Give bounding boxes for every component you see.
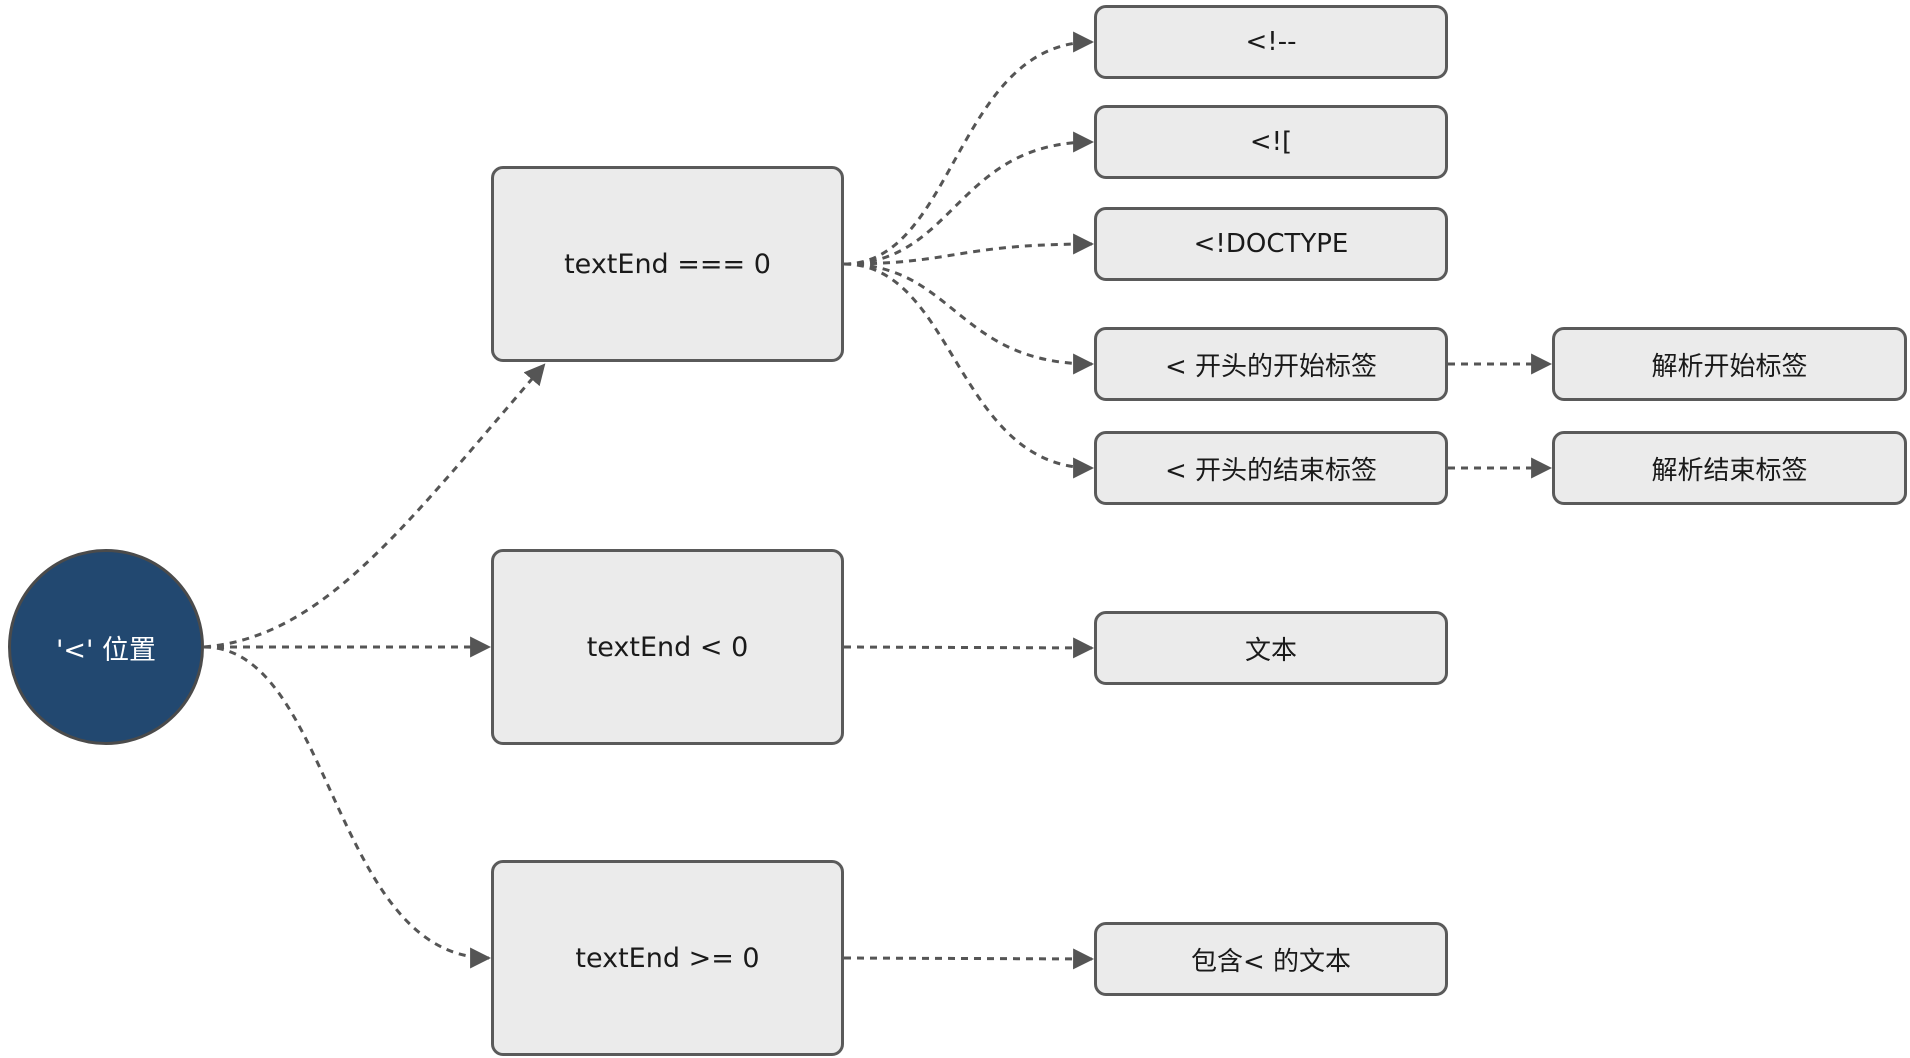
- cdata-node: <![: [1094, 105, 1448, 179]
- edge-eq0-to-start_tag: [843, 262, 1095, 375]
- edge-start-to-ge0: [203, 645, 492, 969]
- edge-group: [203, 31, 1553, 970]
- text-with-lt-node: 包含< 的文本: [1094, 922, 1448, 996]
- edge-lt0-to-text: [843, 637, 1095, 659]
- start-node: '<' 位置: [8, 549, 204, 745]
- edge-start-to-eq0: [203, 363, 546, 649]
- text-node: 文本: [1094, 611, 1448, 685]
- textend-equal-zero-node: textEnd === 0: [491, 166, 844, 362]
- textend-greater-equal-zero-node: textEnd >= 0: [491, 860, 844, 1056]
- doctype-node: <!DOCTYPE: [1094, 207, 1448, 281]
- comment-node: <!--: [1094, 5, 1448, 79]
- edge-eq0-to-end_tag: [843, 262, 1095, 479]
- edge-eq0-to-cdata: [843, 131, 1095, 266]
- edge-eq0-to-comment: [843, 31, 1095, 266]
- parse-end-tag-node: 解析结束标签: [1552, 431, 1907, 505]
- start-tag-node: < 开头的开始标签: [1094, 327, 1448, 401]
- edge-ge0-to-text_lt: [843, 948, 1095, 970]
- parse-start-tag-node: 解析开始标签: [1552, 327, 1907, 401]
- textend-less-zero-node: textEnd < 0: [491, 549, 844, 745]
- end-tag-node: < 开头的结束标签: [1094, 431, 1448, 505]
